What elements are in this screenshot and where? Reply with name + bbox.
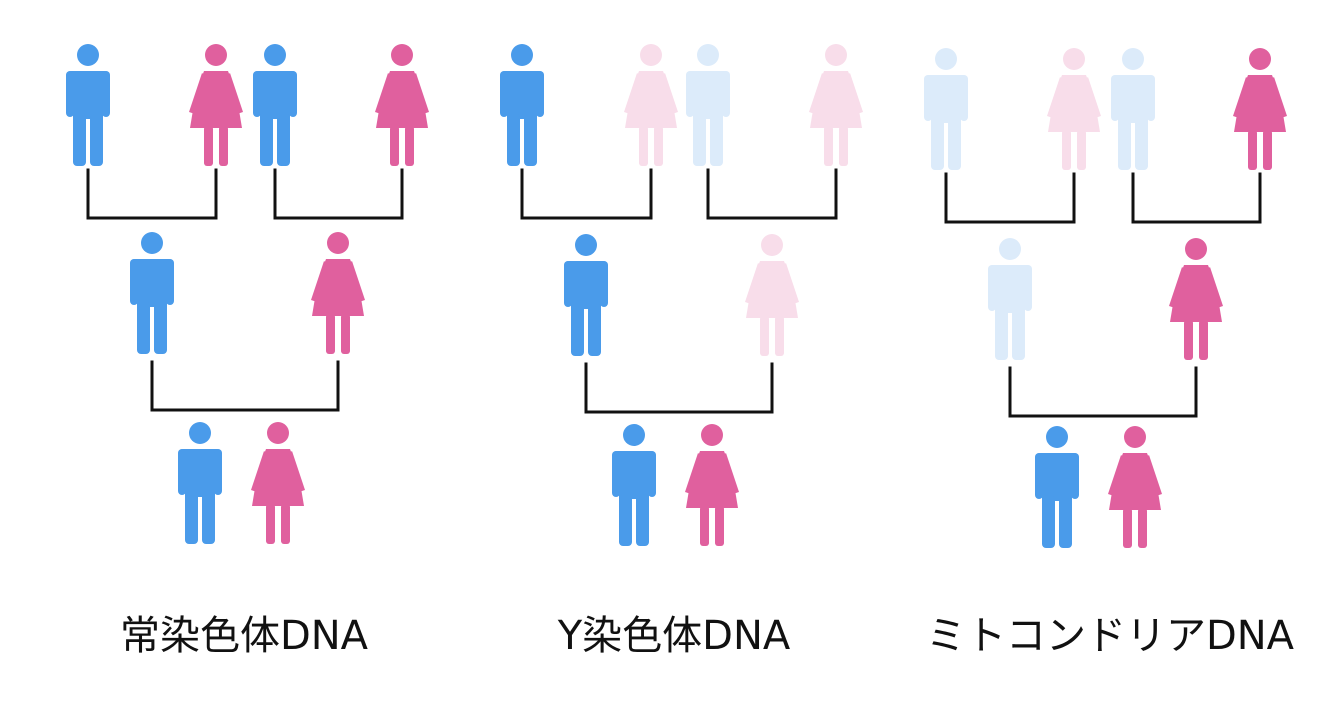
panel-2-parent-1-male-icon <box>564 234 608 356</box>
panel-1-gp-4-female-icon <box>375 44 429 166</box>
panel-3-bracket-right <box>1131 172 1262 224</box>
panel-1-child-1-male-icon <box>178 422 222 544</box>
caption-autosomal-dna: 常染色体DNA <box>119 613 369 659</box>
panel-1-bracket-left <box>86 168 218 220</box>
panel-1-bracket-parents <box>150 360 340 412</box>
panel-3-gp-3-male-icon <box>1111 48 1155 170</box>
panel-3-gp-1-male-icon <box>924 48 968 170</box>
panel-2-bracket-parents <box>584 362 774 414</box>
panel-1-gp-2-female-icon <box>189 44 243 166</box>
panel-1-gp-3-male-icon <box>253 44 297 166</box>
caption-y-chromosome-dna: Y染色体DNA <box>557 613 791 659</box>
panel-2-child-2-female-icon <box>685 424 739 546</box>
panel-2-bracket-right <box>706 168 838 220</box>
caption-mitochondrial-dna: ミトコンドリアDNA <box>925 613 1295 659</box>
panel-3-bracket-left <box>944 172 1076 224</box>
panel-1-child-2-female-icon <box>251 422 305 544</box>
panel-1-gp-1-male-icon <box>66 44 110 166</box>
panel-1-bracket-right <box>273 168 404 220</box>
panel-2-gp-4-female-icon <box>809 44 863 166</box>
panel-3-gp-4-female-icon <box>1233 48 1287 170</box>
panel-1-parent-1-male-icon <box>130 232 174 354</box>
panel-2-bracket-left <box>520 168 653 220</box>
panel-3-child-1-male-icon <box>1035 426 1079 548</box>
panel-2-gp-3-male-icon <box>686 44 730 166</box>
panel-2-gp-1-male-icon <box>500 44 544 166</box>
panel-1-parent-2-female-icon <box>311 232 365 354</box>
panel-3-gp-2-female-icon <box>1047 48 1101 170</box>
panel-3-child-2-female-icon <box>1108 426 1162 548</box>
panel-3-parent-2-female-icon <box>1169 238 1223 360</box>
panel-3-bracket-parents <box>1008 366 1198 418</box>
panel-2-gp-2-female-icon <box>624 44 678 166</box>
panel-2-parent-2-female-icon <box>745 234 799 356</box>
panel-3-parent-1-male-icon <box>988 238 1032 360</box>
panel-2-child-1-male-icon <box>612 424 656 546</box>
